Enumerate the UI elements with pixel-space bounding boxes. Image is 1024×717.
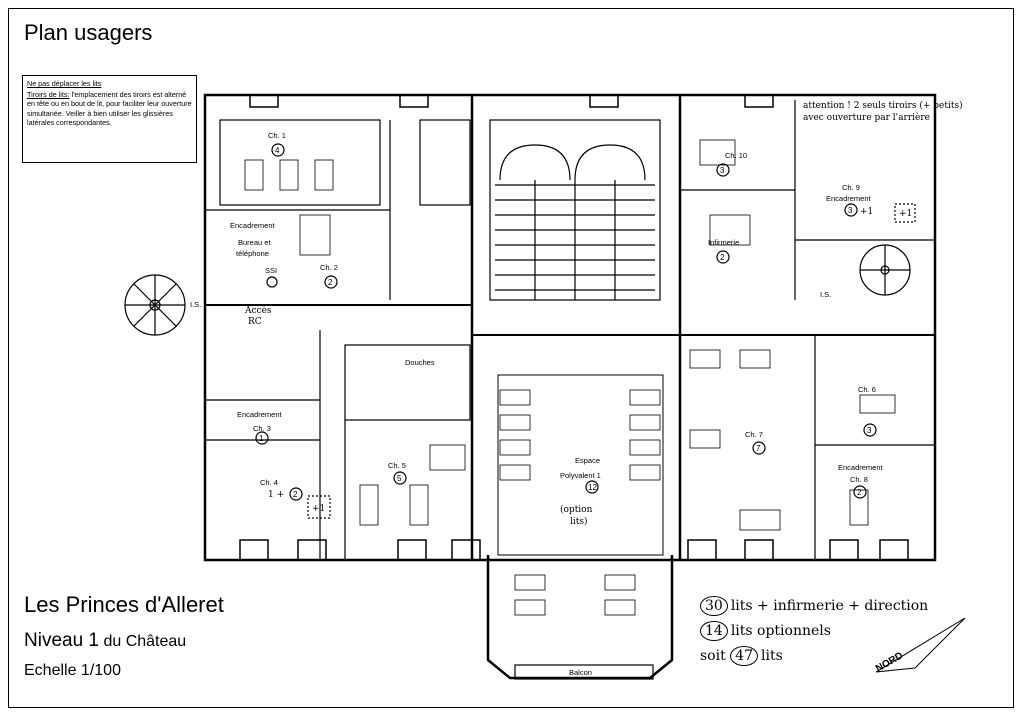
label-infirmerie-beds: 2 — [720, 253, 725, 262]
optional-count: 14 — [700, 621, 728, 641]
optional-text: lits optionnels — [730, 623, 831, 639]
total-text: lits — [761, 648, 783, 664]
scale-label: Echelle 1/100 — [24, 662, 121, 679]
label-ch3: Ch. 3 — [253, 424, 271, 433]
label-bureau: Bureau et — [238, 238, 271, 247]
plan-title: Plan usagers — [24, 20, 153, 45]
label-ch3-beds: 1 — [259, 434, 264, 443]
notes-box: Ne pas déplacer les lits Tiroirs de lits… — [22, 75, 197, 163]
label-attention2: avec ouverture par l'arrière — [803, 112, 930, 123]
label-ch5-beds: 5 — [397, 474, 402, 483]
label-ch2-beds: 2 — [328, 278, 333, 287]
site-name: Les Princes d'Alleret — [24, 592, 224, 617]
label-ch9-tag: +1 — [899, 209, 912, 219]
label-espace: Espace — [575, 456, 600, 465]
label-douches: Douches — [405, 358, 435, 367]
level-title: Niveau 1 du Château — [24, 630, 186, 652]
label-ch6: Ch. 6 — [858, 385, 876, 394]
label-ch8: Ch. 8 — [850, 475, 868, 484]
total-count: 47 — [730, 646, 758, 666]
label-encadrement-ch8: Encadrement — [838, 463, 884, 472]
ch9-extra-box — [894, 203, 916, 223]
label-ssi: SSI — [265, 266, 277, 275]
beds-count: 30 — [700, 596, 728, 616]
label-ch1: Ch. 1 — [268, 131, 286, 140]
label-infirmerie: Infirmerie — [708, 238, 739, 247]
label-ch4-note: 1 + — [268, 490, 284, 500]
front-tower — [486, 555, 674, 680]
label-ch6-beds: 3 — [867, 426, 872, 435]
ssi-marker — [266, 276, 278, 288]
total-lead: soit — [700, 648, 726, 664]
label-acces: Accès — [244, 305, 272, 316]
notes-line1: Ne pas déplacer les lits — [27, 79, 102, 88]
level-main: Niveau 1 — [24, 630, 99, 651]
notes-line2-body: l'emplacement des tiroirs est alterné en… — [27, 90, 192, 127]
label-ch1-beds: 4 — [275, 146, 280, 155]
label-espace-beds: 12 — [588, 483, 597, 492]
label-ch9-beds: 3 — [848, 206, 853, 215]
outer-wall — [203, 93, 937, 562]
notes-line2-lead: Tiroirs de lits: — [27, 90, 70, 100]
compass: NORD — [874, 617, 966, 675]
ch4-extra-box — [307, 495, 331, 519]
plan-lines — [124, 93, 937, 680]
label-polyvalent: Polyvalent 1 — [560, 471, 601, 480]
label-ch10: Ch. 10 — [725, 151, 747, 160]
label-encadrement-mid: Encadrement — [237, 410, 283, 419]
label-is-left: I.S. — [190, 300, 201, 309]
label-ch4: Ch. 4 — [260, 478, 278, 487]
label-ch2: Ch. 2 — [320, 263, 338, 272]
beds-text: lits + infirmerie + direction — [730, 598, 929, 614]
label-is-right: I.S. — [820, 290, 831, 299]
label-option2: lits) — [570, 516, 588, 527]
label-ch10-beds: 3 — [720, 166, 725, 175]
label-ch9: Ch. 9 — [842, 183, 860, 192]
drawing-frame — [8, 8, 1014, 708]
label-ch4-extra: +1 — [312, 504, 325, 514]
stair-treads — [495, 180, 655, 300]
label-ch4-beds: 2 — [293, 490, 298, 499]
label-attention1: attention ! 2 seuls tiroirs (+ petits) — [803, 100, 963, 111]
label-ch5: Ch. 5 — [388, 461, 406, 470]
bed-grid — [499, 389, 661, 616]
label-rc: RC — [248, 317, 262, 327]
level-sub: du Château — [99, 633, 187, 650]
label-ch7-beds: 7 — [756, 444, 761, 453]
label-ch7: Ch. 7 — [745, 430, 763, 439]
label-encadrement-ch9: Encadrement — [826, 194, 872, 203]
label-ch8-beds: 2 — [857, 488, 862, 497]
label-balcon: Balcon — [569, 668, 592, 677]
label-encadrement-top: Encadrement — [230, 221, 276, 230]
balcon-rail — [514, 664, 654, 680]
label-option: (option — [560, 504, 593, 515]
label-telephone: téléphone — [236, 249, 269, 258]
label-ch9-extra: +1 — [860, 207, 873, 217]
